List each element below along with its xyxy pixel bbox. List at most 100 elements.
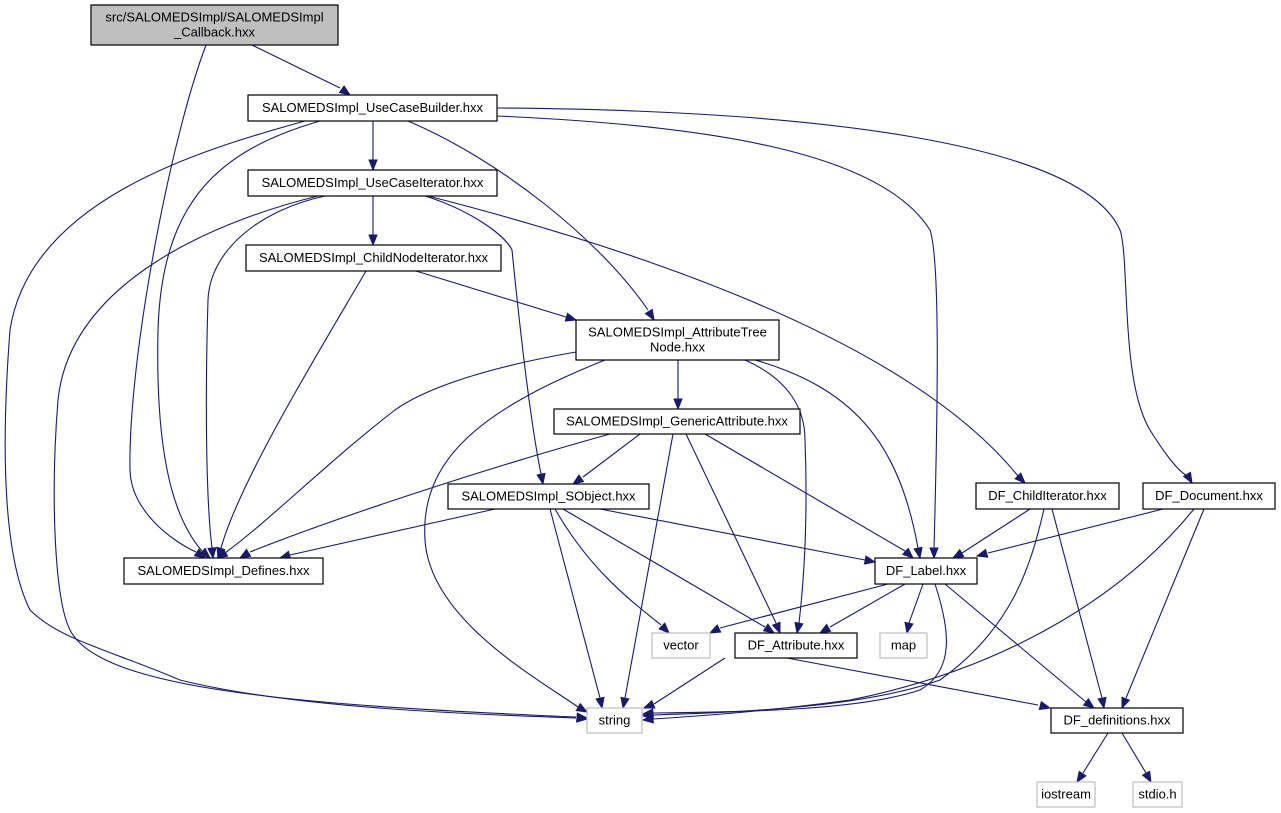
edge-line [424, 359, 606, 708]
arrowhead-icon [658, 622, 670, 634]
node-label: SALOMEDSImpl_ChildNodeIterator.hxx [259, 250, 489, 265]
edge-line [961, 508, 1031, 554]
arrowhead-icon [929, 547, 939, 560]
edge-attributetreenode-to-dflabel [754, 359, 923, 560]
node-callback[interactable]: src/SALOMEDSImpl/SALOMEDSImpl_Callback.h… [90, 4, 339, 46]
node-box [586, 707, 643, 734]
edge-usecaseiterator-to-childnodeiterator [368, 196, 378, 247]
edge-usecasebuilder-to-usecaseiterator [368, 121, 378, 172]
node-dfdocument[interactable]: DF_Document.hxx [1142, 482, 1276, 510]
nodes-layer: src/SALOMEDSImpl/SALOMEDSImpl_Callback.h… [90, 4, 1276, 808]
node-label: SALOMEDSImpl_AttributeTree [588, 325, 767, 340]
edge-line [1051, 508, 1103, 699]
edge-callback-to-defines [129, 44, 207, 559]
node-usecaseiterator[interactable]: SALOMEDSImpl_UseCaseIterator.hxx [247, 169, 498, 197]
edge-line [652, 583, 947, 714]
edge-attributetreenode-to-string [424, 359, 606, 713]
edge-dflabel-to-string [641, 583, 947, 718]
edge-genericattribute-to-sobject [571, 433, 641, 485]
node-label: Node.hxx [650, 340, 705, 355]
arrowhead-icon [564, 312, 578, 322]
node-label: vector [663, 638, 699, 653]
edge-line [1121, 732, 1147, 774]
arrowhead-icon [595, 696, 605, 710]
node-stdio: stdio.h [1132, 781, 1183, 808]
node-vector: vector [651, 632, 711, 659]
node-defines[interactable]: SALOMEDSImpl_Defines.hxx [123, 557, 324, 585]
node-dfattribute[interactable]: DF_Attribute.hxx [734, 632, 858, 659]
arrowhead-icon [901, 547, 915, 559]
node-dflabel[interactable]: DF_Label.hxx [874, 557, 978, 585]
edge-line [549, 508, 601, 699]
edge-line [704, 433, 906, 552]
edge-genericattribute-to-dfattribute [685, 433, 781, 635]
edge-line [224, 351, 577, 554]
edge-line [624, 433, 674, 699]
arrowhead-icon [1014, 472, 1026, 484]
node-box [734, 632, 858, 659]
node-label: SALOMEDSImpl_UseCaseIterator.hxx [262, 175, 484, 190]
edge-dflabel-to-map [904, 583, 924, 635]
node-label: src/SALOMEDSImpl/SALOMEDSImpl [105, 10, 323, 25]
edge-line [987, 508, 1164, 554]
node-label: SALOMEDSImpl_GenericAttribute.hxx [566, 414, 788, 429]
edge-attributetreenode-to-defines [215, 351, 577, 559]
node-box [245, 244, 502, 272]
edge-childnodeiterator-to-defines [216, 270, 367, 560]
edge-usecaseiterator-to-dfchilditerator [427, 195, 1026, 484]
edge-usecasebuilder-to-defines [157, 120, 321, 559]
edge-genericattribute-to-defines [238, 433, 611, 559]
edge-dfdefinitions-to-iostream [1076, 732, 1109, 784]
node-label: DF_Document.hxx [1155, 488, 1263, 503]
edge-dfdocument-to-dfdefinitions [1121, 508, 1205, 710]
edge-line [407, 120, 649, 311]
edge-line [427, 195, 1019, 477]
arrowhead-icon [571, 474, 585, 485]
node-box [651, 632, 711, 659]
node-box [575, 319, 780, 361]
node-label: DF_ChildIterator.hxx [988, 488, 1107, 503]
edge-line [249, 433, 611, 553]
edge-line [1082, 732, 1109, 774]
edge-line [653, 657, 726, 705]
arrowhead-icon [1141, 770, 1152, 784]
arrowhead-icon [975, 548, 989, 558]
edge-line [220, 270, 367, 549]
node-box [879, 632, 928, 659]
edge-childnodeiterator-to-attributetreenode [415, 270, 578, 322]
edge-line [157, 120, 321, 552]
node-map: map [879, 632, 928, 659]
node-label: string [599, 713, 631, 728]
edge-usecaseiterator-to-defines [205, 195, 326, 560]
edge-line [829, 583, 906, 628]
edge-usecasebuilder-to-string [4, 120, 589, 723]
arrowhead-icon [238, 548, 252, 559]
arrowhead-icon [913, 546, 923, 560]
node-sobject[interactable]: SALOMEDSImpl_SObject.hxx [447, 483, 650, 510]
edge-usecaseiterator-to-string [53, 195, 589, 722]
edge-line [582, 433, 641, 478]
arrowhead-icon [198, 547, 212, 559]
node-dfdefinitions[interactable]: DF_definitions.hxx [1050, 707, 1184, 734]
node-usecasebuilder[interactable]: SALOMEDSImpl_UseCaseBuilder.hxx [247, 94, 498, 122]
arrowhead-icon [863, 555, 877, 565]
node-box [90, 4, 339, 46]
edge-line [599, 508, 866, 561]
arrowhead-icon [1097, 696, 1107, 710]
node-dfchilditerator[interactable]: DF_ChildIterator.hxx [975, 482, 1120, 510]
arrowhead-icon [1082, 697, 1096, 709]
edge-dfchilditerator-to-string [641, 508, 1045, 720]
node-box [247, 169, 498, 197]
edge-usecasebuilder-to-dfdocument [496, 107, 1193, 485]
edge-line [719, 583, 889, 629]
edge-usecasebuilder-to-dflabel [496, 115, 939, 560]
edge-genericattribute-to-dflabel [704, 433, 915, 559]
node-label: SALOMEDSImpl_Defines.hxx [138, 563, 310, 578]
edge-line [1125, 508, 1205, 699]
edge-dflabel-to-vector [708, 583, 889, 634]
arrowhead-icon [673, 398, 683, 411]
node-childnodeiterator[interactable]: SALOMEDSImpl_ChildNodeIterator.hxx [245, 244, 502, 272]
edge-line [562, 508, 766, 628]
node-genericattribute[interactable]: SALOMEDSImpl_GenericAttribute.hxx [553, 408, 801, 435]
